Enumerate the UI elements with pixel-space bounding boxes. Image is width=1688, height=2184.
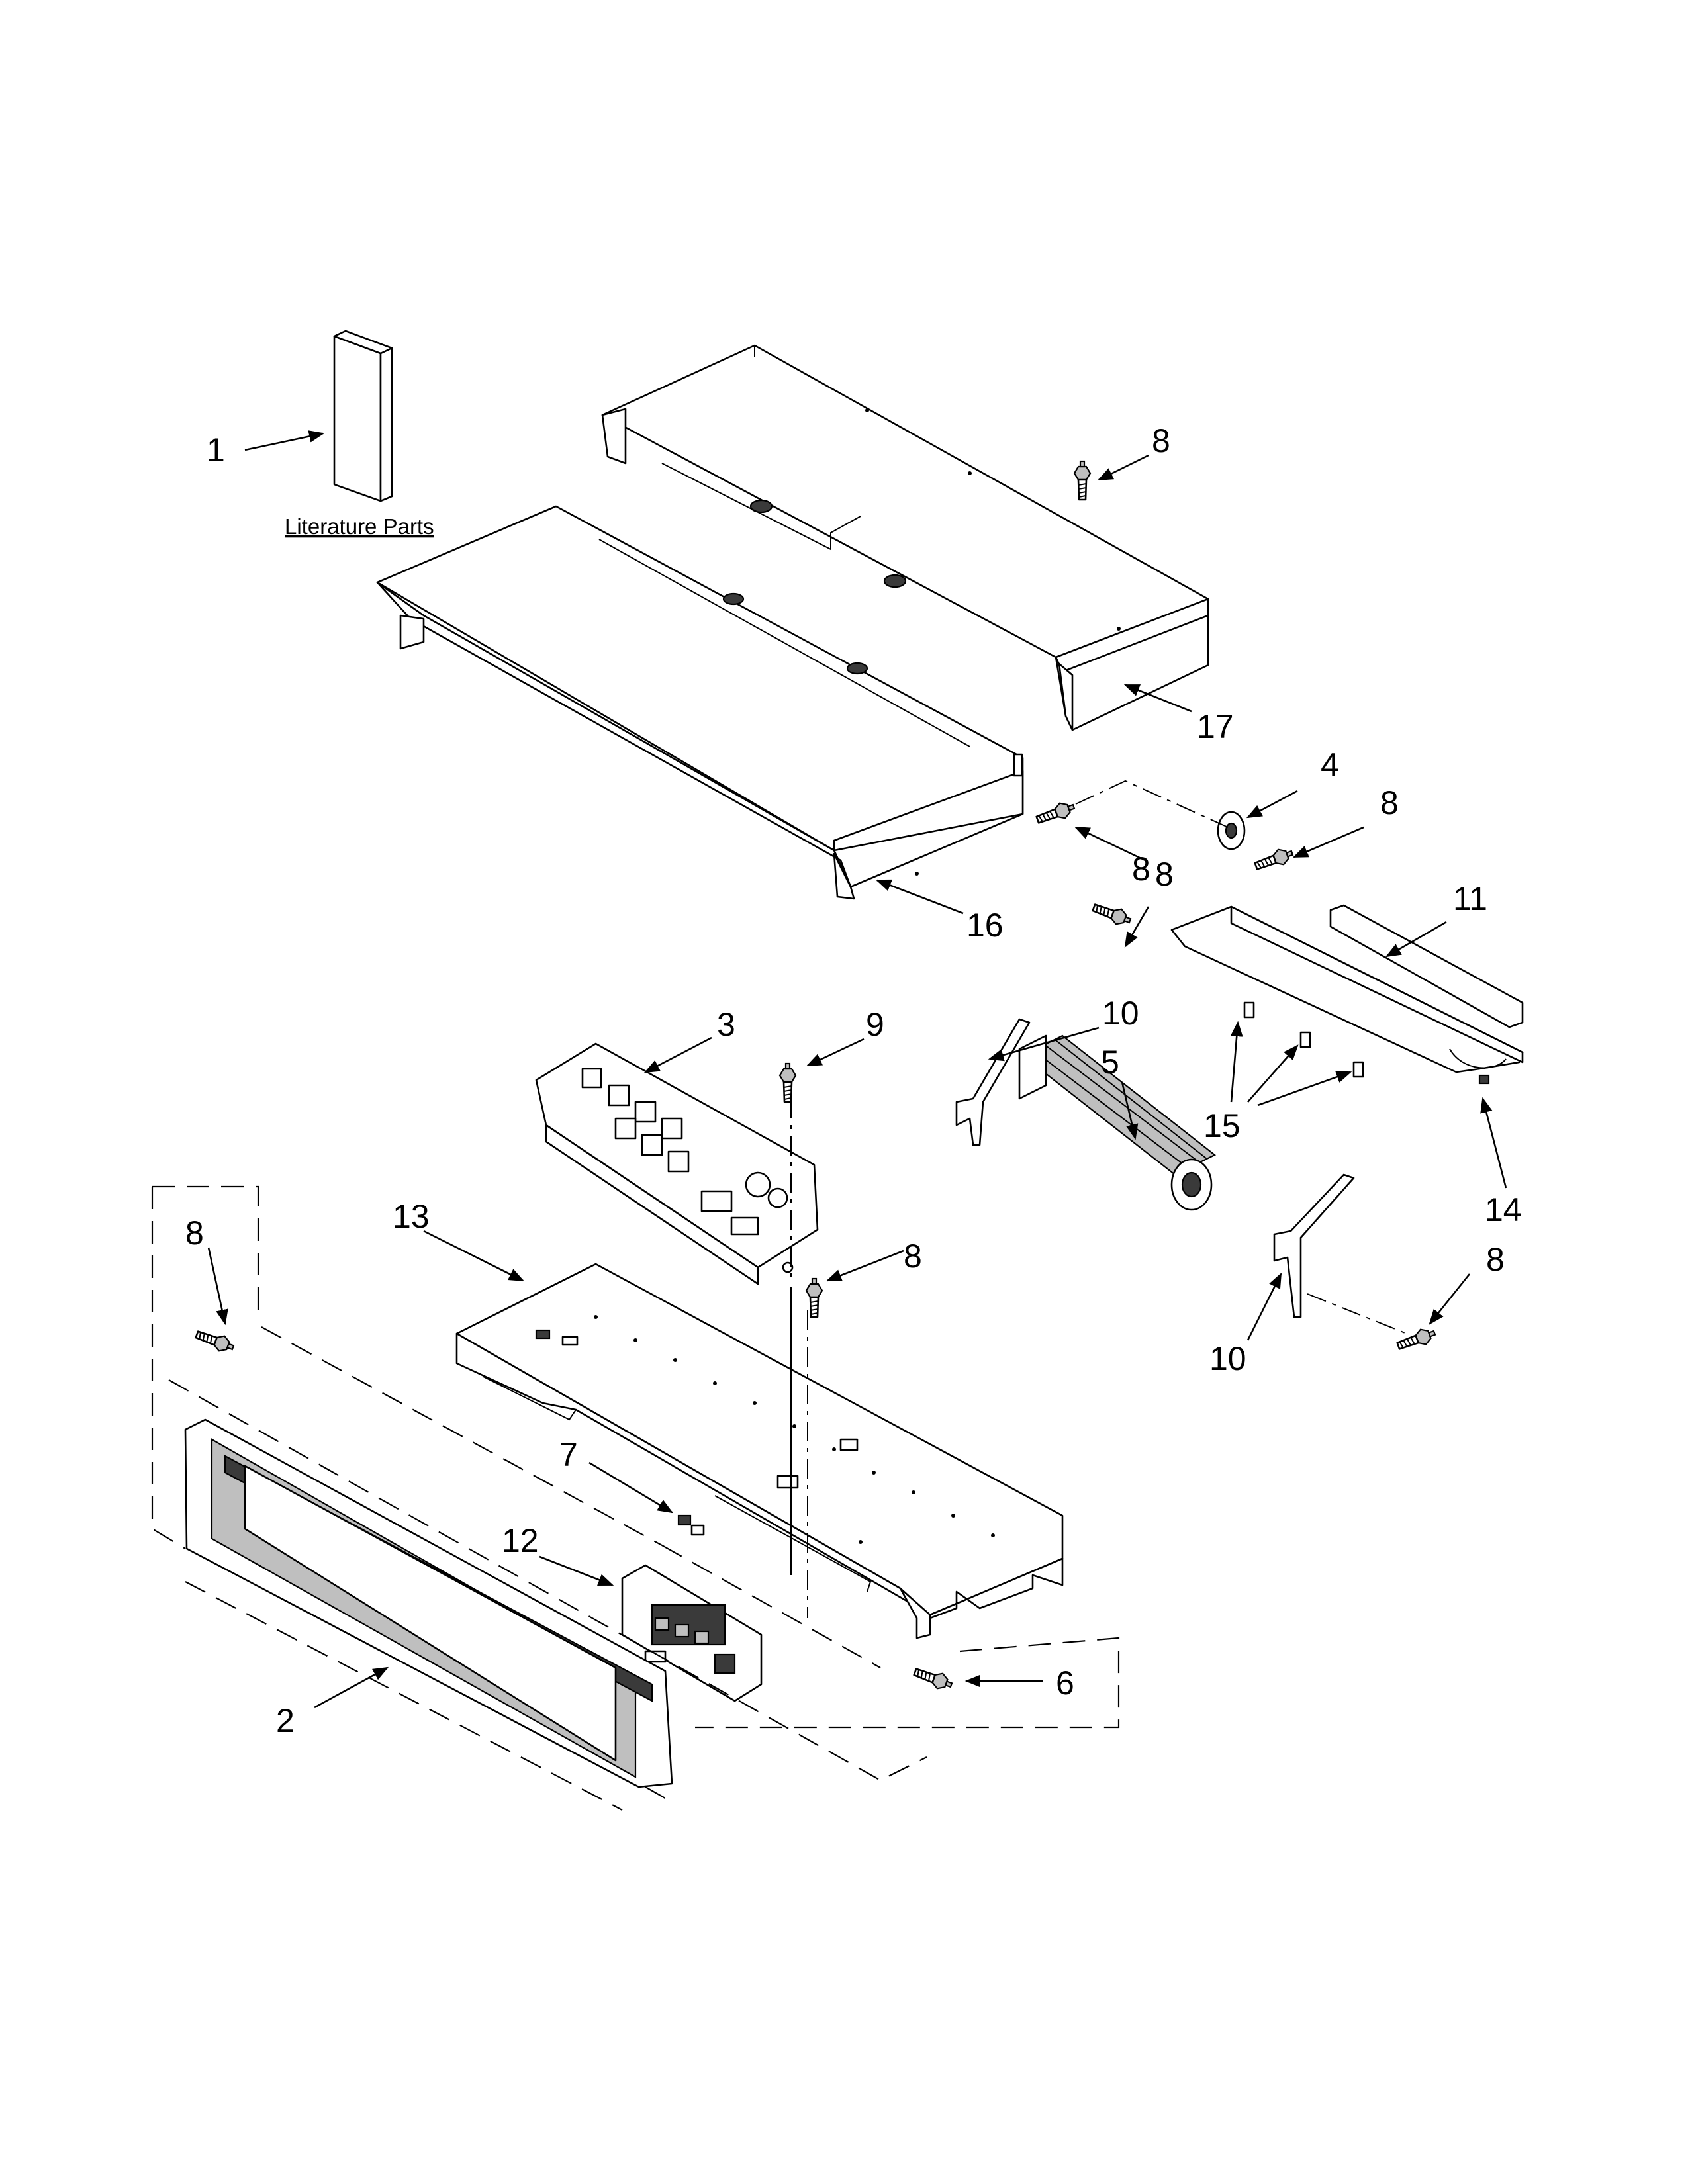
callout-8-cover: 8 [1155,856,1174,893]
fan-mounting-bracket [1170,905,1524,1085]
screw-8-bushing [1252,844,1296,875]
literature-parts-booklet [333,330,393,502]
callout-15: 15 [1203,1107,1241,1144]
bushing-grommet [1217,811,1246,850]
callout-14: 14 [1485,1191,1522,1228]
callout-16: 16 [966,907,1004,944]
screw-6 [912,1663,955,1694]
callout-8-bushing: 8 [1380,784,1399,821]
callout-8-top: 8 [1152,422,1170,459]
lower-cover-panel [376,505,1024,900]
callout-12: 12 [502,1522,539,1559]
screw-8-tray [805,1277,823,1318]
control-panel-trim [184,1418,673,1788]
callout-8-bracket: 8 [1132,850,1150,887]
screw-8-bracket [1090,899,1134,929]
cooling-fan-blower [1018,1034,1217,1211]
callout-6: 6 [1056,1664,1074,1702]
insulation-strip [1329,904,1524,1028]
callout-5: 5 [1101,1044,1119,1081]
callout-11: 11 [1453,880,1487,917]
screw-8-top [1073,460,1092,501]
screw-8-cover [1034,798,1078,829]
callout-9: 9 [866,1006,884,1043]
cover-hole [722,592,745,606]
cover-hole [883,574,907,588]
cover-hole [749,499,773,514]
callout-8-tray: 8 [904,1238,922,1275]
callout-17: 17 [1197,708,1234,745]
callout-10-lower: 10 [1209,1340,1246,1377]
assembly-guide-lines [151,780,1407,1811]
relay-control-board [535,1042,819,1285]
cover-hole [846,662,868,675]
literature-parts-label: Literature Parts [285,514,434,539]
screw-9 [778,1062,797,1103]
leader-arrows [207,430,1507,1709]
screw-8-left [193,1326,237,1356]
wire-clips [1243,1001,1364,1078]
callout-labels: 1 2 3 4 5 6 7 8 8 8 8 8 8 8 9 10 10 11 1… [185,422,1522,1739]
callout-10-upper: 10 [1102,995,1139,1032]
mounting-tray [455,1263,1064,1639]
callout-1: 1 [207,432,225,469]
callout-13: 13 [393,1198,430,1235]
callout-8-lower-bracket: 8 [1486,1241,1505,1278]
fan-bracket-lower [1273,1173,1355,1318]
callout-7: 7 [559,1436,578,1473]
callout-4: 4 [1321,747,1339,784]
upper-cover-panel [601,344,1209,731]
callout-8-left: 8 [185,1214,204,1251]
callout-3: 3 [717,1006,735,1043]
connector-clip [677,1514,705,1536]
callout-2: 2 [276,1702,295,1739]
fan-bracket-upper [955,1018,1031,1146]
screw-8-lower-bracket [1395,1324,1438,1355]
